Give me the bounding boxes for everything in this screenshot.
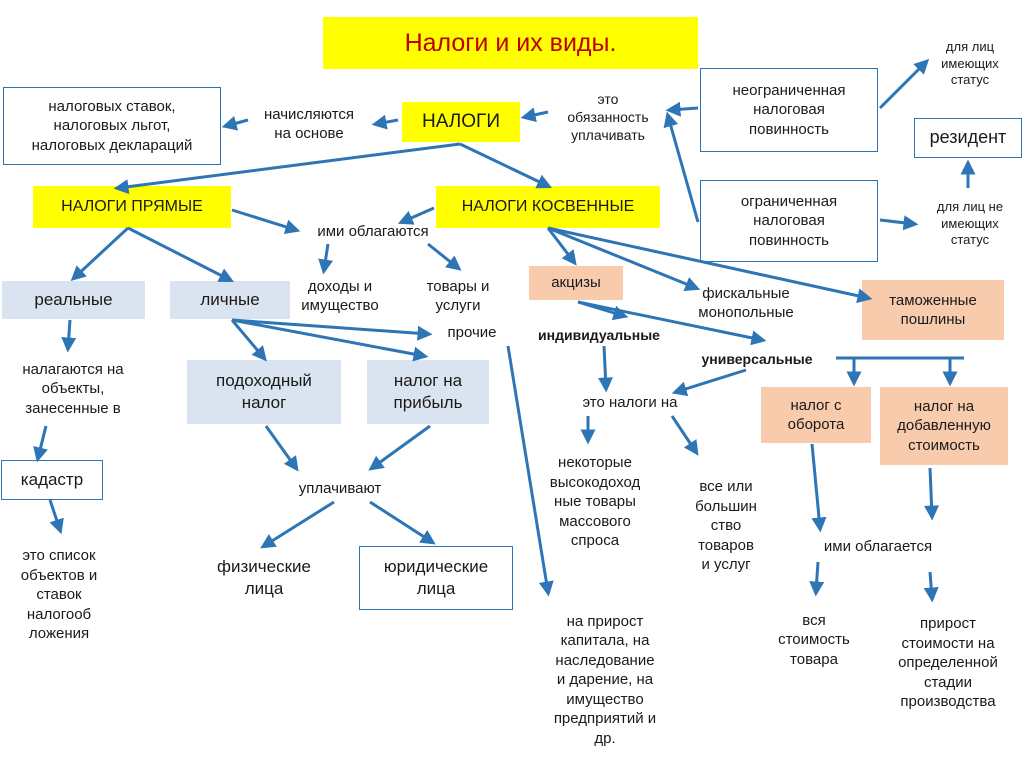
profit-tax-box: налог на прибыль [367, 360, 489, 424]
legal-box: юридические лица [359, 546, 513, 610]
universal-label: универсальные [701, 350, 813, 367]
real-desc: налагаются на объекты, занесенные в [22, 360, 124, 417]
cadastre-box: кадастр [1, 460, 103, 500]
value-growth-label: прирост стоимости на определенной стадии… [898, 615, 998, 711]
fiscal-label: фискальные монопольные [698, 284, 794, 322]
turnover-box: налог с оборота [761, 387, 871, 443]
pay-label: уплачивают [298, 480, 382, 498]
real-box: реальные [2, 281, 145, 319]
some-goods-label: некоторые высокодоход ные товары массово… [549, 454, 641, 550]
resident-box: резидент [914, 118, 1022, 158]
title: Налоги и их виды. [404, 28, 617, 57]
full-value-label: вся стоимость товара [778, 611, 850, 668]
personal-box: личные [170, 281, 290, 319]
income-property-label: доходы и имущество [301, 277, 379, 315]
with-status-label: для лиц имеющих статус [941, 38, 999, 88]
unlimited-box: неограниченная налоговая повинность [700, 68, 878, 152]
taxed-by2-label: ими облагается [823, 538, 933, 556]
taxes-on-label: это налоги на [582, 394, 678, 412]
taxed-by-label: ими облагаются [317, 223, 429, 241]
individuals-label: физические лица [217, 556, 311, 598]
indirect-node: НАЛОГИ КОСВЕННЫЕ [436, 186, 660, 228]
direct-node: НАЛОГИ ПРЯМЫЕ [33, 186, 231, 228]
income-tax-box: подоходный налог [187, 360, 341, 424]
other-desc: на прирост капитала, на наследование и д… [553, 612, 657, 747]
without-status-label: для лиц не имеющих статус [936, 198, 1004, 248]
based-on-label: начисляются на основе [263, 105, 355, 143]
duty-label: это обязанность уплачивать [567, 90, 649, 144]
goods-services-label: товары и услуги [426, 277, 490, 315]
taxes-node: НАЛОГИ [402, 102, 520, 142]
excise-box: акцизы [529, 266, 623, 300]
individual-label: индивидуальные [538, 326, 660, 343]
vat-box: налог на добавленную стоимость [880, 387, 1008, 465]
cadastre-desc: это список объектов и ставок налогооб ло… [20, 547, 98, 643]
customs-box: таможенные пошлины [862, 280, 1004, 340]
connector-arrows [33, 58, 976, 603]
limited-box: ограниченная налоговая повинность [700, 180, 878, 262]
title-box: Налоги и их виды. [323, 17, 698, 69]
all-goods-label: все или большин ство товаров и услуг [695, 478, 757, 574]
docs-box: налоговых ставок, налоговых льгот, налог… [3, 87, 221, 165]
other-label: прочие [447, 324, 497, 342]
